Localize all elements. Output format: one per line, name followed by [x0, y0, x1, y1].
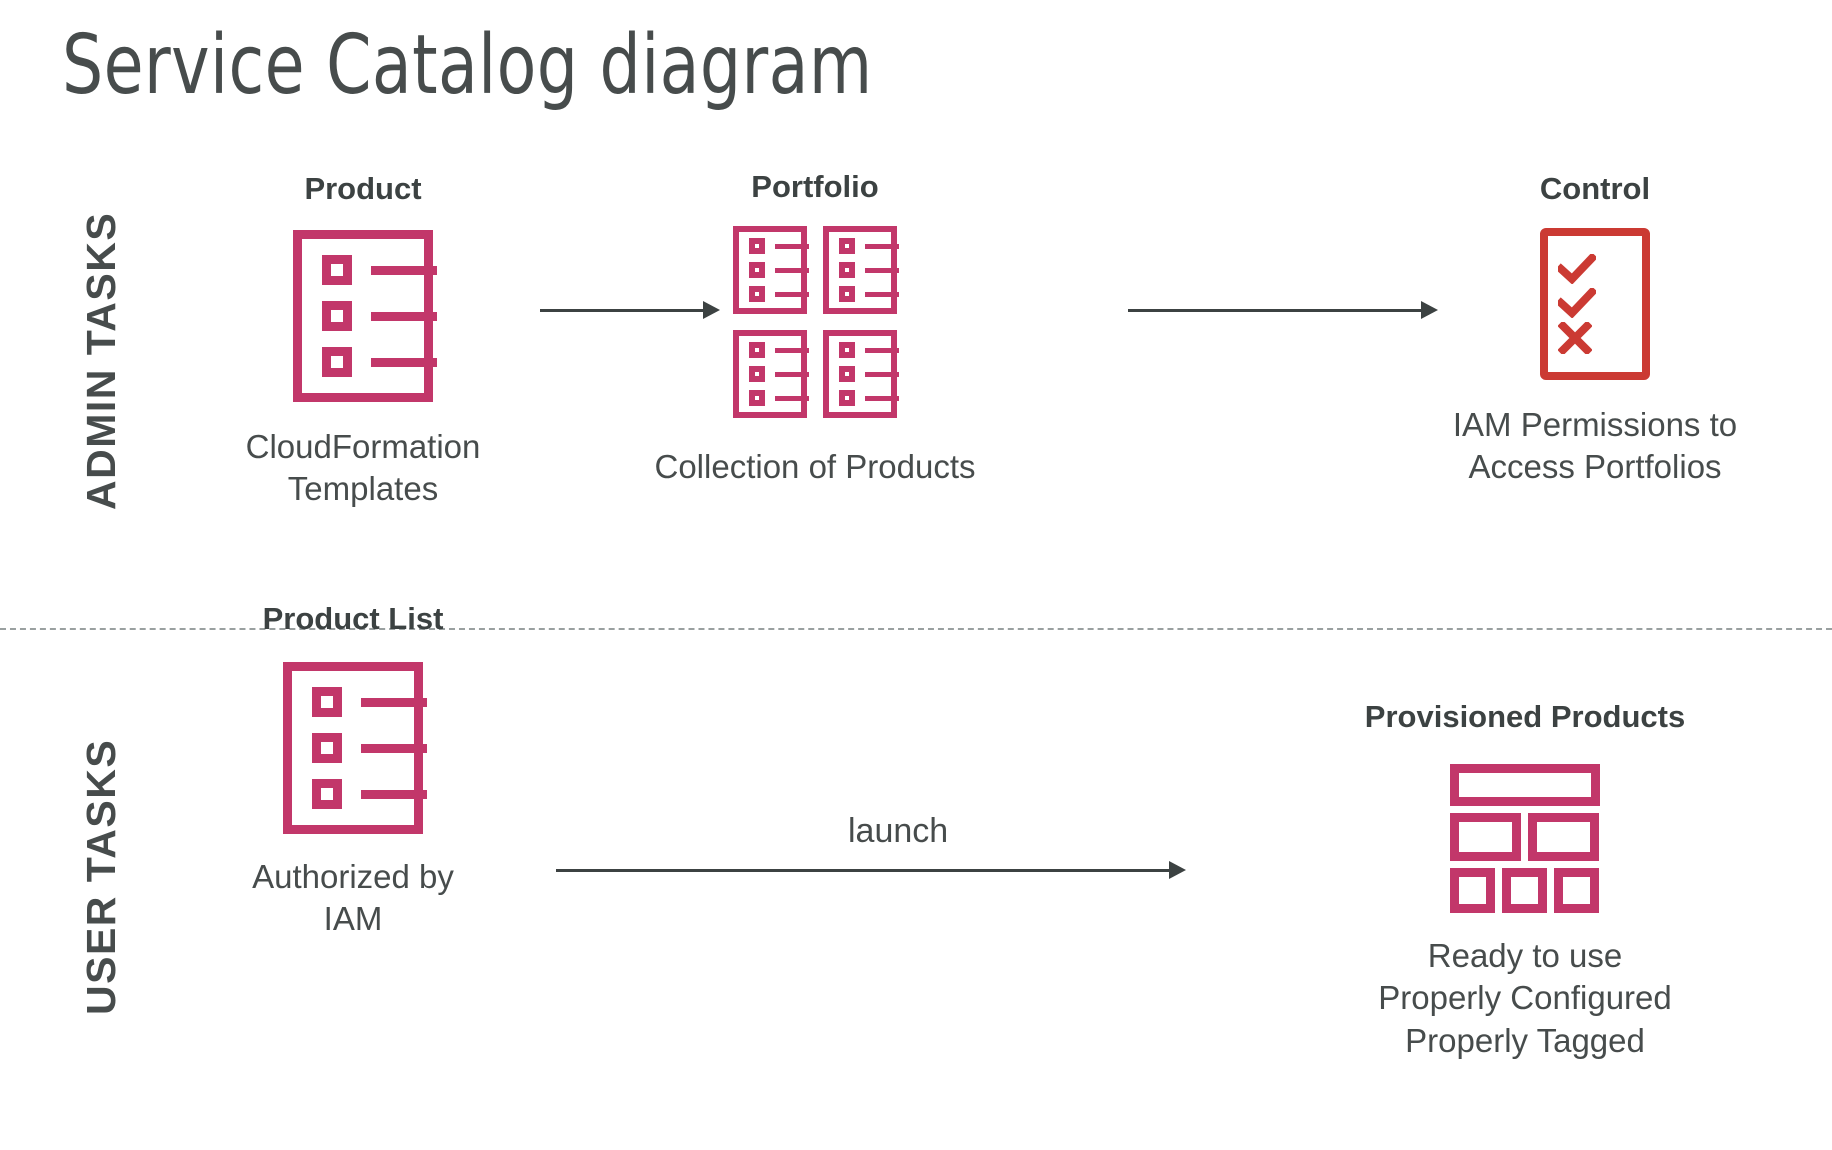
checklist-document-icon	[733, 226, 809, 315]
brick-row	[1450, 868, 1599, 914]
node-provisioned-products-caption: Ready to use Properly Configured Properl…	[1378, 937, 1672, 1059]
checkbox-square-icon	[839, 238, 855, 255]
checkbox-square-icon	[312, 687, 342, 718]
checklist-document-icon	[823, 330, 899, 419]
checkbox-square-icon	[749, 342, 765, 359]
checklist-line	[865, 243, 899, 249]
checkbox-square-icon	[839, 262, 855, 279]
checklist-line	[865, 395, 899, 401]
arrow-product-list-to-provisioned	[556, 860, 1186, 880]
checkbox-square-icon	[312, 733, 342, 764]
checklist-line	[775, 347, 809, 353]
arrow-line	[540, 308, 704, 312]
checkbox-square-icon	[839, 390, 855, 407]
checklist-document-icon	[733, 330, 809, 419]
checkbox-square-icon	[322, 255, 352, 286]
lane-label-user-tasks: USER TASKS	[78, 738, 124, 1015]
checkbox-square-icon	[749, 366, 765, 383]
node-portfolio: Portfolio Co	[650, 169, 980, 488]
checklist-line	[775, 395, 809, 401]
brick-cell-small	[1502, 868, 1547, 914]
checkbox-square-icon	[749, 286, 765, 303]
cross-x-icon	[1558, 322, 1592, 355]
checklist-line	[865, 267, 899, 273]
arrow-head-icon	[1421, 301, 1438, 319]
arrow-head-icon	[1169, 861, 1186, 879]
arrow-label-launch: launch	[848, 812, 949, 850]
brick-cell-medium	[1450, 813, 1521, 862]
checklist-row	[312, 733, 427, 764]
node-provisioned-products: Provisioned Products Ready to use Proper…	[1335, 699, 1715, 1062]
checklist-row	[322, 255, 437, 286]
arrow-line	[556, 868, 1170, 872]
node-product-caption: CloudFormation Templates	[245, 428, 481, 508]
checklist-row	[312, 779, 427, 810]
checklist-line	[371, 311, 437, 321]
checklist-line	[865, 291, 899, 297]
checklist-document-icon	[293, 230, 437, 403]
arrow-head-icon	[703, 301, 720, 319]
brick-row	[1450, 764, 1600, 807]
node-control-caption: IAM Permissions to Access Portfolios	[1452, 406, 1738, 486]
node-product-title: Product	[304, 171, 422, 206]
checklist-row	[322, 301, 437, 332]
checklist-row	[312, 687, 427, 718]
page-title: Service Catalog diagram	[62, 18, 873, 113]
checkbox-square-icon	[749, 262, 765, 279]
checkbox-square-icon	[322, 301, 352, 332]
checklist-document-icon	[283, 662, 427, 835]
checkbox-square-icon	[839, 366, 855, 383]
checklist-line	[361, 743, 427, 753]
brick-cell-small	[1554, 868, 1599, 914]
checklist-line	[775, 371, 809, 377]
lane-label-admin-tasks: ADMIN TASKS	[78, 211, 124, 510]
checkbox-square-icon	[839, 286, 855, 303]
portfolio-grid-icon	[733, 226, 899, 419]
arrow-line	[1128, 308, 1422, 312]
node-control: Control IAM Permissions to Access Portfo…	[1420, 171, 1770, 489]
checklist-document-icon	[823, 226, 899, 315]
checklist-line	[775, 291, 809, 297]
checklist-row	[322, 347, 437, 378]
node-control-title: Control	[1539, 171, 1651, 206]
swimlane-divider	[0, 628, 1832, 630]
checklist-line	[775, 243, 809, 249]
brick-layout-icon	[1450, 764, 1600, 914]
checklist-line	[865, 371, 899, 377]
checklist-line	[361, 697, 427, 707]
node-product-list-title: Product List	[262, 601, 444, 636]
brick-cell-small	[1450, 868, 1495, 914]
checkbox-square-icon	[312, 779, 342, 810]
checkbox-square-icon	[749, 390, 765, 407]
check-icon	[1558, 254, 1596, 285]
brick-cell-medium	[1528, 813, 1599, 862]
checklist-line	[371, 357, 437, 367]
checklist-line	[361, 789, 427, 799]
checkmark-checklist-icon	[1540, 228, 1650, 381]
node-portfolio-title: Portfolio	[751, 169, 879, 204]
check-icon	[1558, 288, 1596, 319]
node-product: Product CloudFormation Templates	[232, 171, 494, 511]
brick-cell-wide	[1450, 764, 1600, 807]
arrow-portfolio-to-control	[1128, 300, 1438, 320]
node-product-list-caption: Authorized by IAM	[252, 858, 454, 938]
checkbox-square-icon	[749, 238, 765, 255]
checklist-line	[775, 267, 809, 273]
checklist-line	[371, 265, 437, 275]
node-provisioned-products-title: Provisioned Products	[1364, 699, 1686, 734]
brick-row	[1450, 813, 1599, 862]
checkbox-square-icon	[322, 347, 352, 378]
checkbox-square-icon	[839, 342, 855, 359]
node-portfolio-caption: Collection of Products	[654, 448, 976, 486]
node-product-list: Product List Authorized by IAM	[222, 601, 484, 941]
checklist-line	[865, 347, 899, 353]
arrow-product-to-portfolio	[540, 300, 720, 320]
